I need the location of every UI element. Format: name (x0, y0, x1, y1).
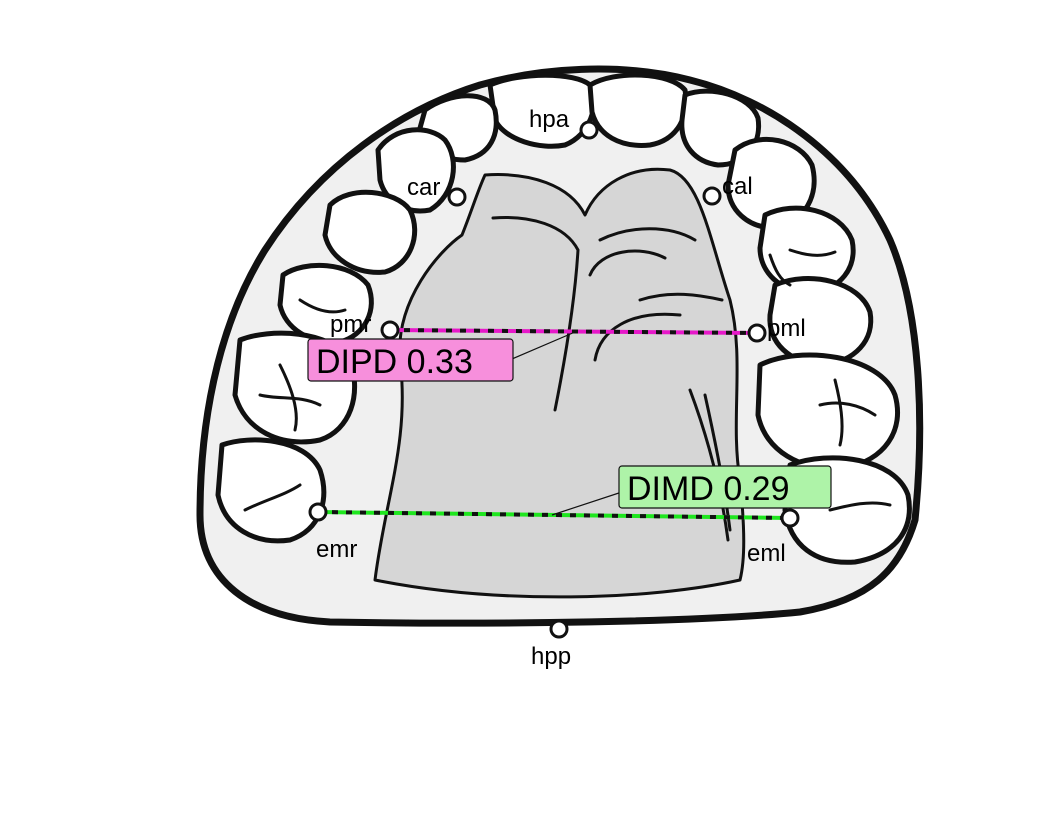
landmark-point-car (447, 187, 467, 207)
dimd-label: DIMD 0.29 (627, 470, 790, 508)
landmark-label-emr: emr (316, 536, 357, 563)
tooth-grooves (243, 248, 892, 512)
tooth-r-incisor-central (487, 72, 597, 149)
tooth-l-incisor-central (587, 72, 689, 148)
landmark-label-pmr: pmr (330, 311, 371, 338)
landmark-points (308, 120, 800, 639)
landmark-point-hpp (549, 619, 569, 639)
landmark-label-hpa: hpa (529, 106, 570, 133)
dimd-leader-line (551, 489, 629, 516)
landmark-point-pml (747, 323, 767, 343)
tooth-l-molar-1 (755, 352, 901, 471)
landmark-point-eml (780, 508, 800, 528)
measurement-lines (317, 328, 791, 520)
landmark-point-cal (702, 186, 722, 206)
teeth-right (215, 72, 597, 544)
landmark-label-car: car (407, 174, 440, 201)
tooth-l-premolar-1 (757, 205, 856, 296)
tooth-r-molar-2 (215, 437, 327, 544)
tooth-l-premolar-2 (767, 276, 874, 368)
landmark-point-emr (308, 502, 328, 522)
tooth-r-premolar-1 (322, 189, 418, 275)
dipd-measurement-line-dots (389, 328, 758, 335)
landmark-point-pmr (380, 320, 400, 340)
landmark-label-cal: cal (722, 173, 753, 200)
dimd-measurement-line-dots (317, 510, 791, 520)
palatal-rugae (491, 216, 732, 542)
dimd-label-box: DIMD 0.29 (618, 465, 832, 509)
landmark-label-pml: pml (767, 315, 806, 342)
tooth-r-premolar-2 (277, 262, 374, 345)
dipd-label: DIPD 0.33 (316, 343, 473, 381)
landmark-label-hpp: hpp (531, 643, 571, 670)
landmark-label-eml: eml (747, 540, 786, 567)
dipd-label-box: DIPD 0.33 (307, 338, 514, 382)
landmark-point-hpa (579, 120, 599, 140)
landmark-labels: hpa car cal pmr pml emr eml hpp (316, 106, 806, 670)
dipd-leader-line (504, 331, 576, 363)
